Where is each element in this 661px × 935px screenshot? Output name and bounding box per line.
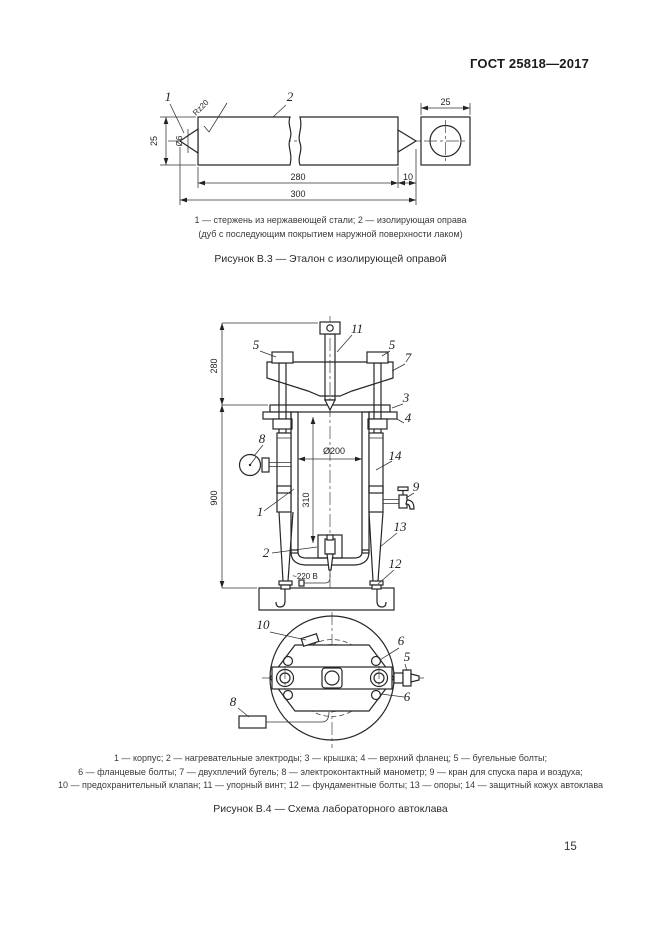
callout-5-right: 5 xyxy=(389,337,396,352)
callout-9: 9 xyxy=(413,479,420,494)
gauge-pipe xyxy=(238,711,330,729)
beam-top-view xyxy=(271,666,393,690)
figure-b4-caption-block: Рисунок В.4 — Схема лабораторного автокл… xyxy=(0,799,661,817)
flange-bolt xyxy=(282,655,294,667)
callout-5-top: 5 xyxy=(404,649,411,664)
leader-1 xyxy=(169,103,185,134)
supports xyxy=(278,511,384,582)
center-boss xyxy=(321,667,343,689)
leader-2 xyxy=(272,104,287,118)
figure-b4-section: 280 900 Ø200 310 ~220 В 11 5 5 7 3 4 8 1… xyxy=(209,316,420,611)
anchor-bolt-left xyxy=(273,580,294,608)
anchor-bolt-right xyxy=(366,580,387,608)
casing-column-right xyxy=(368,432,384,513)
b4-legend-line2: 6 — фланцевые болты; 7 — двухплечий буге… xyxy=(78,766,583,777)
b4-legend-line3: 10 — предохранительный клапан; 11 — упор… xyxy=(57,780,603,790)
callout-5-left: 5 xyxy=(253,337,260,352)
callout-6-lower: 6 xyxy=(404,689,411,704)
section-leaders xyxy=(253,334,415,585)
casing-left xyxy=(197,116,292,166)
drain-tap xyxy=(383,486,415,510)
callout-14: 14 xyxy=(389,448,403,463)
callout-3: 3 xyxy=(402,390,410,405)
callout-1: 1 xyxy=(257,504,264,519)
flange-left xyxy=(262,411,292,420)
b3-legend-line1: 1 — стержень из нержавеющей стали; 2 — и… xyxy=(194,215,467,225)
dim-square-side: 25 xyxy=(440,97,450,107)
figure-b4-top-view: 10 6 5 6 8 xyxy=(230,612,424,748)
document-header: ГОСТ 25818—2017 xyxy=(470,56,589,71)
figure-b3-caption: Рисунок В.3 — Эталон с изолирующей оправ… xyxy=(214,253,447,265)
figure-b4-caption: Рисунок В.4 — Схема лабораторного автокл… xyxy=(213,803,448,815)
casing-column-left xyxy=(276,432,292,513)
b3-legend-line2: (дуб с последующим покрытием наружной по… xyxy=(198,228,463,239)
dim-rod-diameter: Ø6 xyxy=(175,135,184,146)
roughness-mark xyxy=(203,102,228,133)
callout-7: 7 xyxy=(405,350,412,365)
dim-total-length: 300 xyxy=(290,189,305,199)
dim-roughness: Rz20 xyxy=(191,97,211,117)
callout-10: 10 xyxy=(257,617,271,632)
callout-2: 2 xyxy=(263,545,270,560)
bolt-right-nut xyxy=(367,418,388,430)
rod-tip-left xyxy=(178,127,199,155)
dim-top-height: 280 xyxy=(209,358,219,373)
bolt-left-nut xyxy=(272,418,293,430)
callout-casing: 2 xyxy=(287,89,294,104)
heating-electrode xyxy=(298,534,343,587)
safety-valve xyxy=(300,632,320,648)
b4-legend-line1: 1 — корпус; 2 — нагревательные электроды… xyxy=(114,753,547,763)
dim-inner-height: 310 xyxy=(301,492,311,507)
flange-right xyxy=(368,411,398,420)
vessel-bottom xyxy=(290,549,370,566)
callout-13: 13 xyxy=(394,519,408,534)
bolt-right-head xyxy=(366,351,389,364)
figure-b3-drawing: Rz20 1 2 25 Ø6 280 10 300 xyxy=(149,89,471,205)
page-number: 15 xyxy=(564,841,577,853)
screw-head-hole xyxy=(326,324,334,332)
flange-bolt xyxy=(370,689,382,701)
dim-inner-diameter: Ø200 xyxy=(323,446,345,456)
vessel-wall-right xyxy=(361,411,370,554)
callout-8-section: 8 xyxy=(259,431,266,446)
side-fitting xyxy=(393,669,420,687)
foundation xyxy=(258,587,395,611)
flange-bolt xyxy=(282,689,294,701)
dim-tip-length: 10 xyxy=(403,172,413,182)
callout-4: 4 xyxy=(405,410,412,425)
rod-tip-right xyxy=(397,128,418,154)
flange-bolt xyxy=(370,655,382,667)
pressure-gauge xyxy=(238,453,291,477)
callout-8-top: 8 xyxy=(230,694,237,709)
dim-body-length: 280 xyxy=(290,172,305,182)
dim-height: 25 xyxy=(149,136,159,146)
figure-b3-legend: 1 — стержень из нержавеющей стали; 2 — и… xyxy=(0,214,661,241)
figure-b3-caption-block: Рисунок В.3 — Эталон с изолирующей оправ… xyxy=(0,249,661,267)
bolt-left-head xyxy=(271,351,294,364)
top-view-leaders xyxy=(237,631,408,718)
callout-rod: 1 xyxy=(165,89,172,104)
screw-head xyxy=(319,321,341,335)
crossbar xyxy=(266,361,394,397)
callout-6-upper: 6 xyxy=(398,633,405,648)
casing-right xyxy=(298,116,399,166)
dim-body-height: 900 xyxy=(209,490,219,505)
screw-tip xyxy=(324,399,336,412)
callout-11: 11 xyxy=(351,321,363,336)
figure-b4-legend: 1 — корпус; 2 — нагревательные электроды… xyxy=(0,752,661,793)
voltage-label: ~220 В xyxy=(292,572,318,581)
callout-12: 12 xyxy=(389,556,403,571)
